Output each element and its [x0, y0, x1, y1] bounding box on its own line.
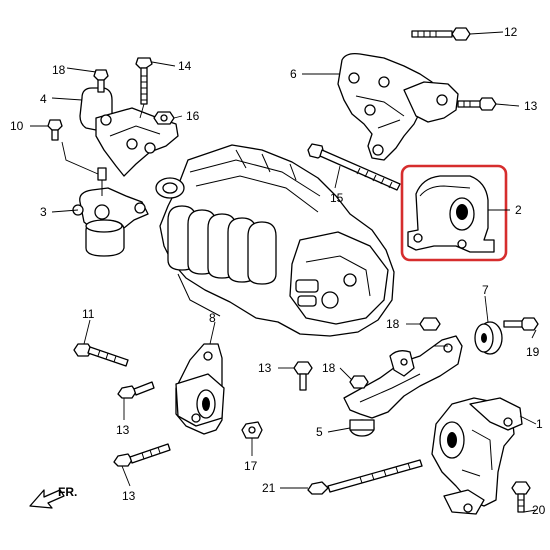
bolt-13-left-lower	[113, 443, 171, 467]
bolt-10	[47, 119, 63, 141]
callout-6: 6	[290, 67, 297, 81]
rear-mount-bracket-part-5	[343, 335, 463, 437]
bushing-part-7	[474, 321, 503, 355]
upper-right-mount-bracket	[337, 52, 459, 161]
callout-18-right: 18	[386, 317, 400, 331]
front-direction-indicator: FR.	[29, 485, 77, 509]
callout-1: 1	[536, 417, 543, 431]
bolt-13-center	[293, 361, 313, 391]
callout-16: 16	[186, 109, 200, 123]
callout-13-upper-right: 13	[524, 99, 538, 113]
callout-18-upper-left: 18	[52, 63, 66, 77]
bolt-18-upper-left	[93, 69, 109, 93]
callout-15: 15	[330, 191, 344, 205]
callout-20: 20	[532, 503, 546, 517]
nut-18-center	[349, 375, 369, 389]
callout-17: 17	[244, 459, 258, 473]
lower-left-mount-part-8	[175, 343, 225, 435]
callout-13-left-upper: 13	[116, 423, 130, 437]
callout-18-center: 18	[322, 361, 336, 375]
front-direction-label: FR.	[58, 485, 77, 499]
callout-2: 2	[515, 203, 522, 217]
bolt-14	[135, 57, 153, 105]
callout-5: 5	[316, 425, 323, 439]
callout-labels: 12 6 13 2 18 14 4 16 10 3 15 7 8 11 18 1…	[10, 25, 546, 517]
bolt-19	[503, 317, 539, 331]
callout-13-left-lower: 13	[122, 489, 136, 503]
leader-lines	[30, 31, 537, 513]
callout-8: 8	[209, 311, 216, 325]
nut-17	[241, 421, 263, 439]
lower-left-mount-body	[72, 167, 149, 257]
callout-11: 11	[82, 307, 95, 321]
bolt-12	[411, 27, 471, 41]
callout-12: 12	[504, 25, 518, 39]
callout-19: 19	[526, 345, 540, 359]
callout-21: 21	[262, 481, 276, 495]
transmission-mount-part-2	[407, 175, 495, 253]
engine-transmission-assembly	[155, 144, 395, 337]
callout-13-center: 13	[258, 361, 272, 375]
callout-10: 10	[10, 119, 24, 133]
bolt-13-upper-right	[457, 97, 497, 111]
bolt-13-left-upper	[117, 381, 155, 399]
bolt-15	[307, 143, 401, 191]
lower-right-mount-part-1	[431, 397, 523, 515]
callout-4: 4	[40, 92, 47, 106]
bolt-20	[511, 481, 531, 513]
bolt-11	[73, 343, 129, 367]
callout-3: 3	[40, 205, 47, 219]
highlight-box	[400, 164, 508, 262]
nut-18-right	[419, 317, 441, 331]
callout-7: 7	[482, 283, 489, 297]
nut-16	[153, 111, 175, 125]
bolt-21	[307, 459, 423, 495]
upper-left-mount-bracket	[79, 87, 179, 177]
callout-14: 14	[178, 59, 192, 73]
